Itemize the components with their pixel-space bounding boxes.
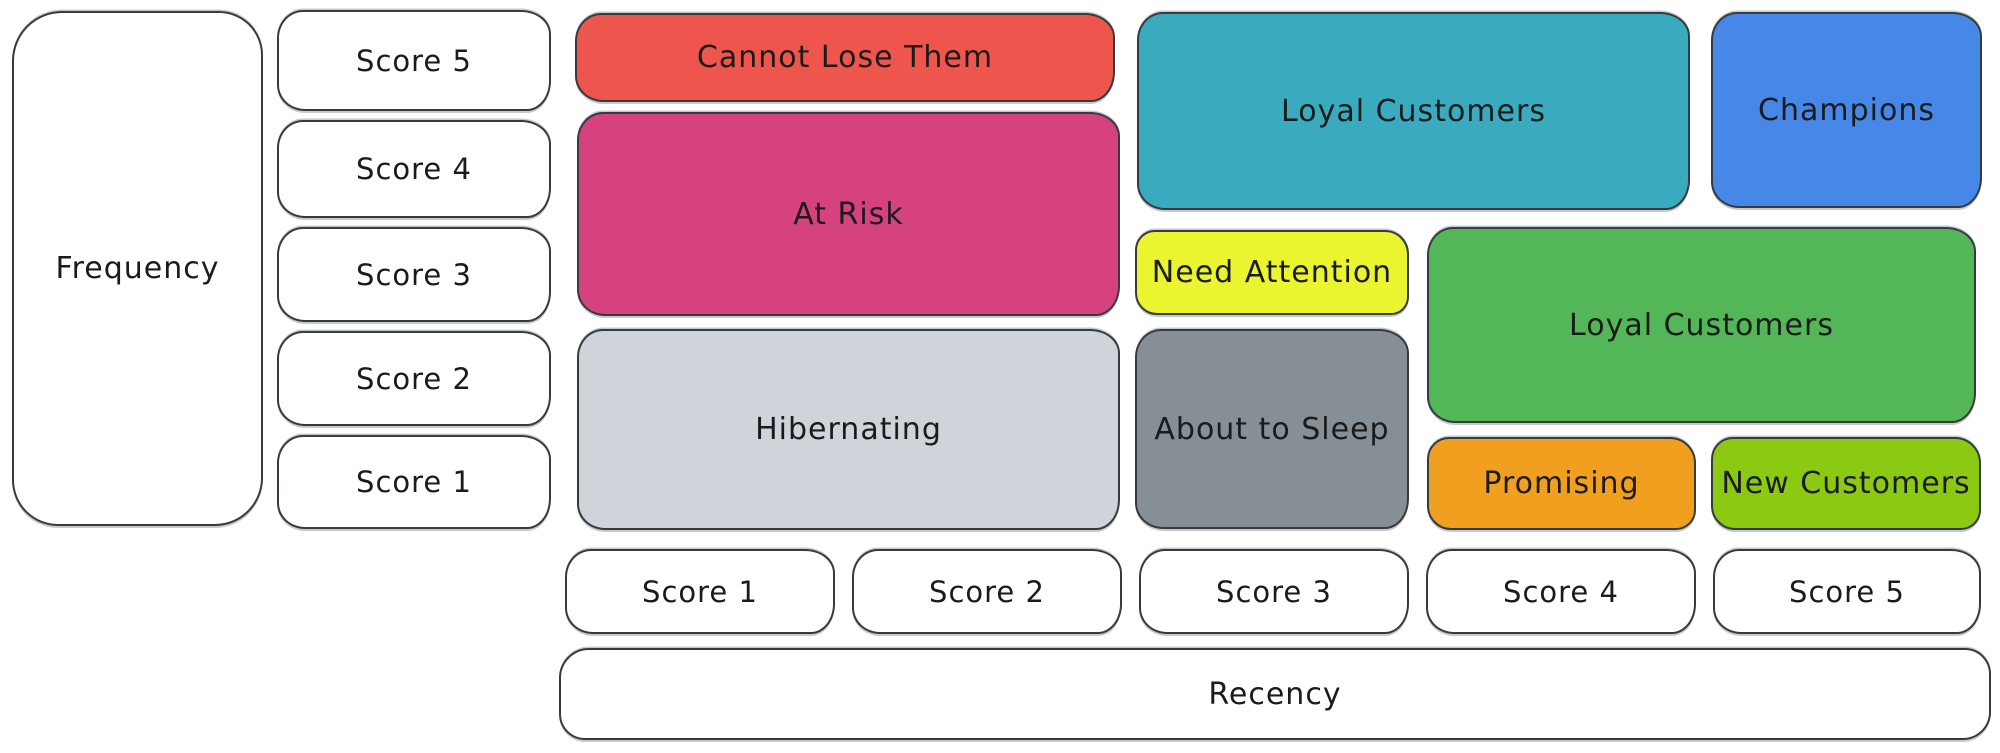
segment-cannot-lose-them: Cannot Lose Them xyxy=(575,13,1115,102)
frequency-score-3-label: Score 3 xyxy=(356,257,472,292)
frequency-score-5-label: Score 5 xyxy=(356,43,472,78)
frequency-axis-label: Frequency xyxy=(55,251,220,286)
segment-promising: Promising xyxy=(1427,437,1696,530)
segment-at-risk: At Risk xyxy=(577,112,1120,316)
segment-label: Loyal Customers xyxy=(1281,93,1546,129)
frequency-score-4-label: Score 4 xyxy=(356,152,472,186)
recency-score-1-box: Score 1 xyxy=(565,549,835,634)
recency-score-2-box: Score 2 xyxy=(852,549,1122,634)
segment-label: Cannot Lose Them xyxy=(696,40,994,75)
segment-new-customers: New Customers xyxy=(1711,437,1981,530)
segment-champions: Champions xyxy=(1711,12,1982,208)
recency-score-5-label: Score 5 xyxy=(1789,574,1905,609)
segment-label: New Customers xyxy=(1721,466,1971,501)
recency-score-5-box: Score 5 xyxy=(1713,549,1981,634)
recency-score-4-label: Score 4 xyxy=(1503,574,1619,609)
segment-label: At Risk xyxy=(793,196,904,232)
segment-loyal-customers-top: Loyal Customers xyxy=(1137,12,1690,210)
segment-label: About to Sleep xyxy=(1154,411,1390,447)
recency-score-2-label: Score 2 xyxy=(929,574,1045,609)
frequency-score-5-box: Score 5 xyxy=(277,10,551,111)
frequency-score-1-box: Score 1 xyxy=(277,435,551,529)
frequency-score-3-box: Score 3 xyxy=(277,227,551,322)
segment-need-attention: Need Attention xyxy=(1135,230,1409,315)
recency-axis-label: Recency xyxy=(1208,676,1342,712)
segment-loyal-customers-mid: Loyal Customers xyxy=(1427,227,1976,423)
recency-score-4-box: Score 4 xyxy=(1426,549,1696,634)
frequency-score-2-box: Score 2 xyxy=(277,331,551,426)
frequency-axis-box: Frequency xyxy=(12,11,263,526)
segment-hibernating: Hibernating xyxy=(577,329,1120,530)
recency-score-3-label: Score 3 xyxy=(1216,574,1332,609)
segment-label: Hibernating xyxy=(755,412,942,447)
segment-label: Champions xyxy=(1758,92,1935,128)
frequency-score-1-label: Score 1 xyxy=(356,465,472,499)
segment-label: Need Attention xyxy=(1151,255,1393,290)
recency-score-3-box: Score 3 xyxy=(1139,549,1409,634)
frequency-score-4-box: Score 4 xyxy=(277,120,551,218)
frequency-score-2-label: Score 2 xyxy=(356,361,472,396)
segment-about-to-sleep: About to Sleep xyxy=(1135,329,1409,529)
recency-axis-box: Recency xyxy=(559,648,1991,740)
recency-score-1-label: Score 1 xyxy=(642,574,758,609)
segment-label: Promising xyxy=(1483,466,1640,501)
segment-label: Loyal Customers xyxy=(1569,307,1834,343)
